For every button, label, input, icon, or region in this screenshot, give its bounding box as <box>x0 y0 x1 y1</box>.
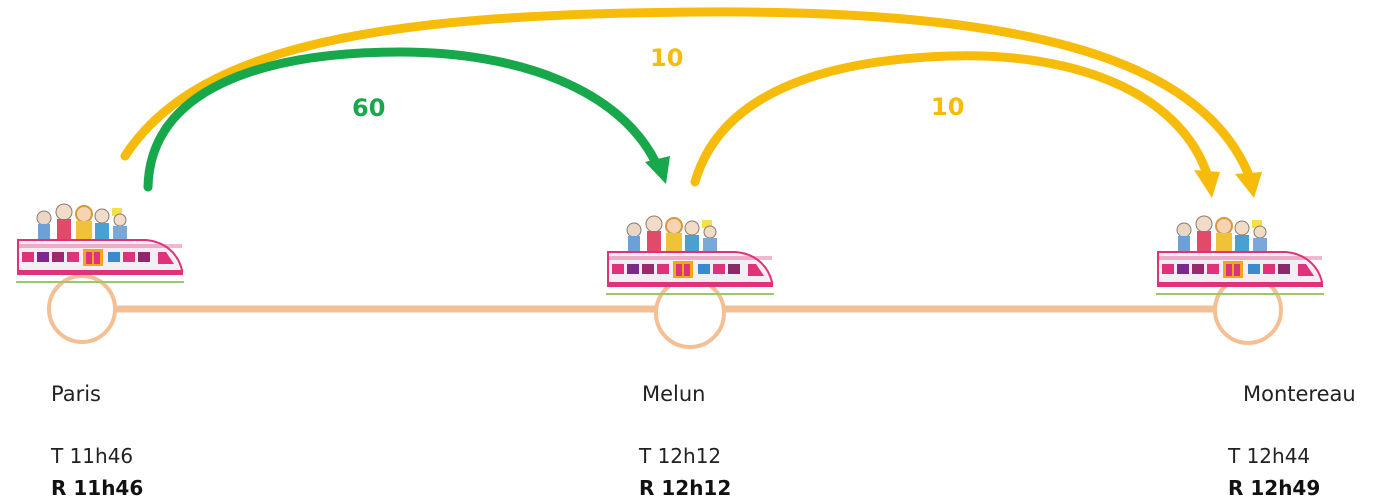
arrowhead-icon <box>1235 172 1262 198</box>
flow-value-paris-montereau: 10 <box>650 44 684 72</box>
station-name-paris: Paris <box>51 382 101 406</box>
flow-arc-paris-melun <box>143 47 661 192</box>
station-marker-melun <box>654 277 726 349</box>
real-time-melun: R 12h12 <box>639 476 732 500</box>
flow-value-paris-melun: 60 <box>352 94 386 122</box>
train-with-passengers-icon <box>1155 215 1325 295</box>
train-with-passengers-icon <box>15 203 185 283</box>
station-name-montereau: Montereau <box>1243 382 1356 406</box>
flow-value-melun-montereau: 10 <box>931 93 965 121</box>
station-marker-paris <box>47 274 117 344</box>
flow-arc-paris-montereau <box>120 7 1255 183</box>
train-with-passengers-icon <box>605 215 775 295</box>
station-name-melun: Melun <box>642 382 706 406</box>
arrowhead-icon <box>1194 170 1220 198</box>
real-time-paris: R 11h46 <box>51 476 144 500</box>
arrowhead-icon <box>645 156 670 184</box>
theoretical-time-paris: T 11h46 <box>51 444 134 468</box>
theoretical-time-montereau: T 12h44 <box>1228 444 1311 468</box>
real-time-montereau: R 12h49 <box>1228 476 1321 500</box>
theoretical-time-melun: T 12h12 <box>639 444 722 468</box>
flow-arc-melun-montereau <box>690 51 1212 187</box>
